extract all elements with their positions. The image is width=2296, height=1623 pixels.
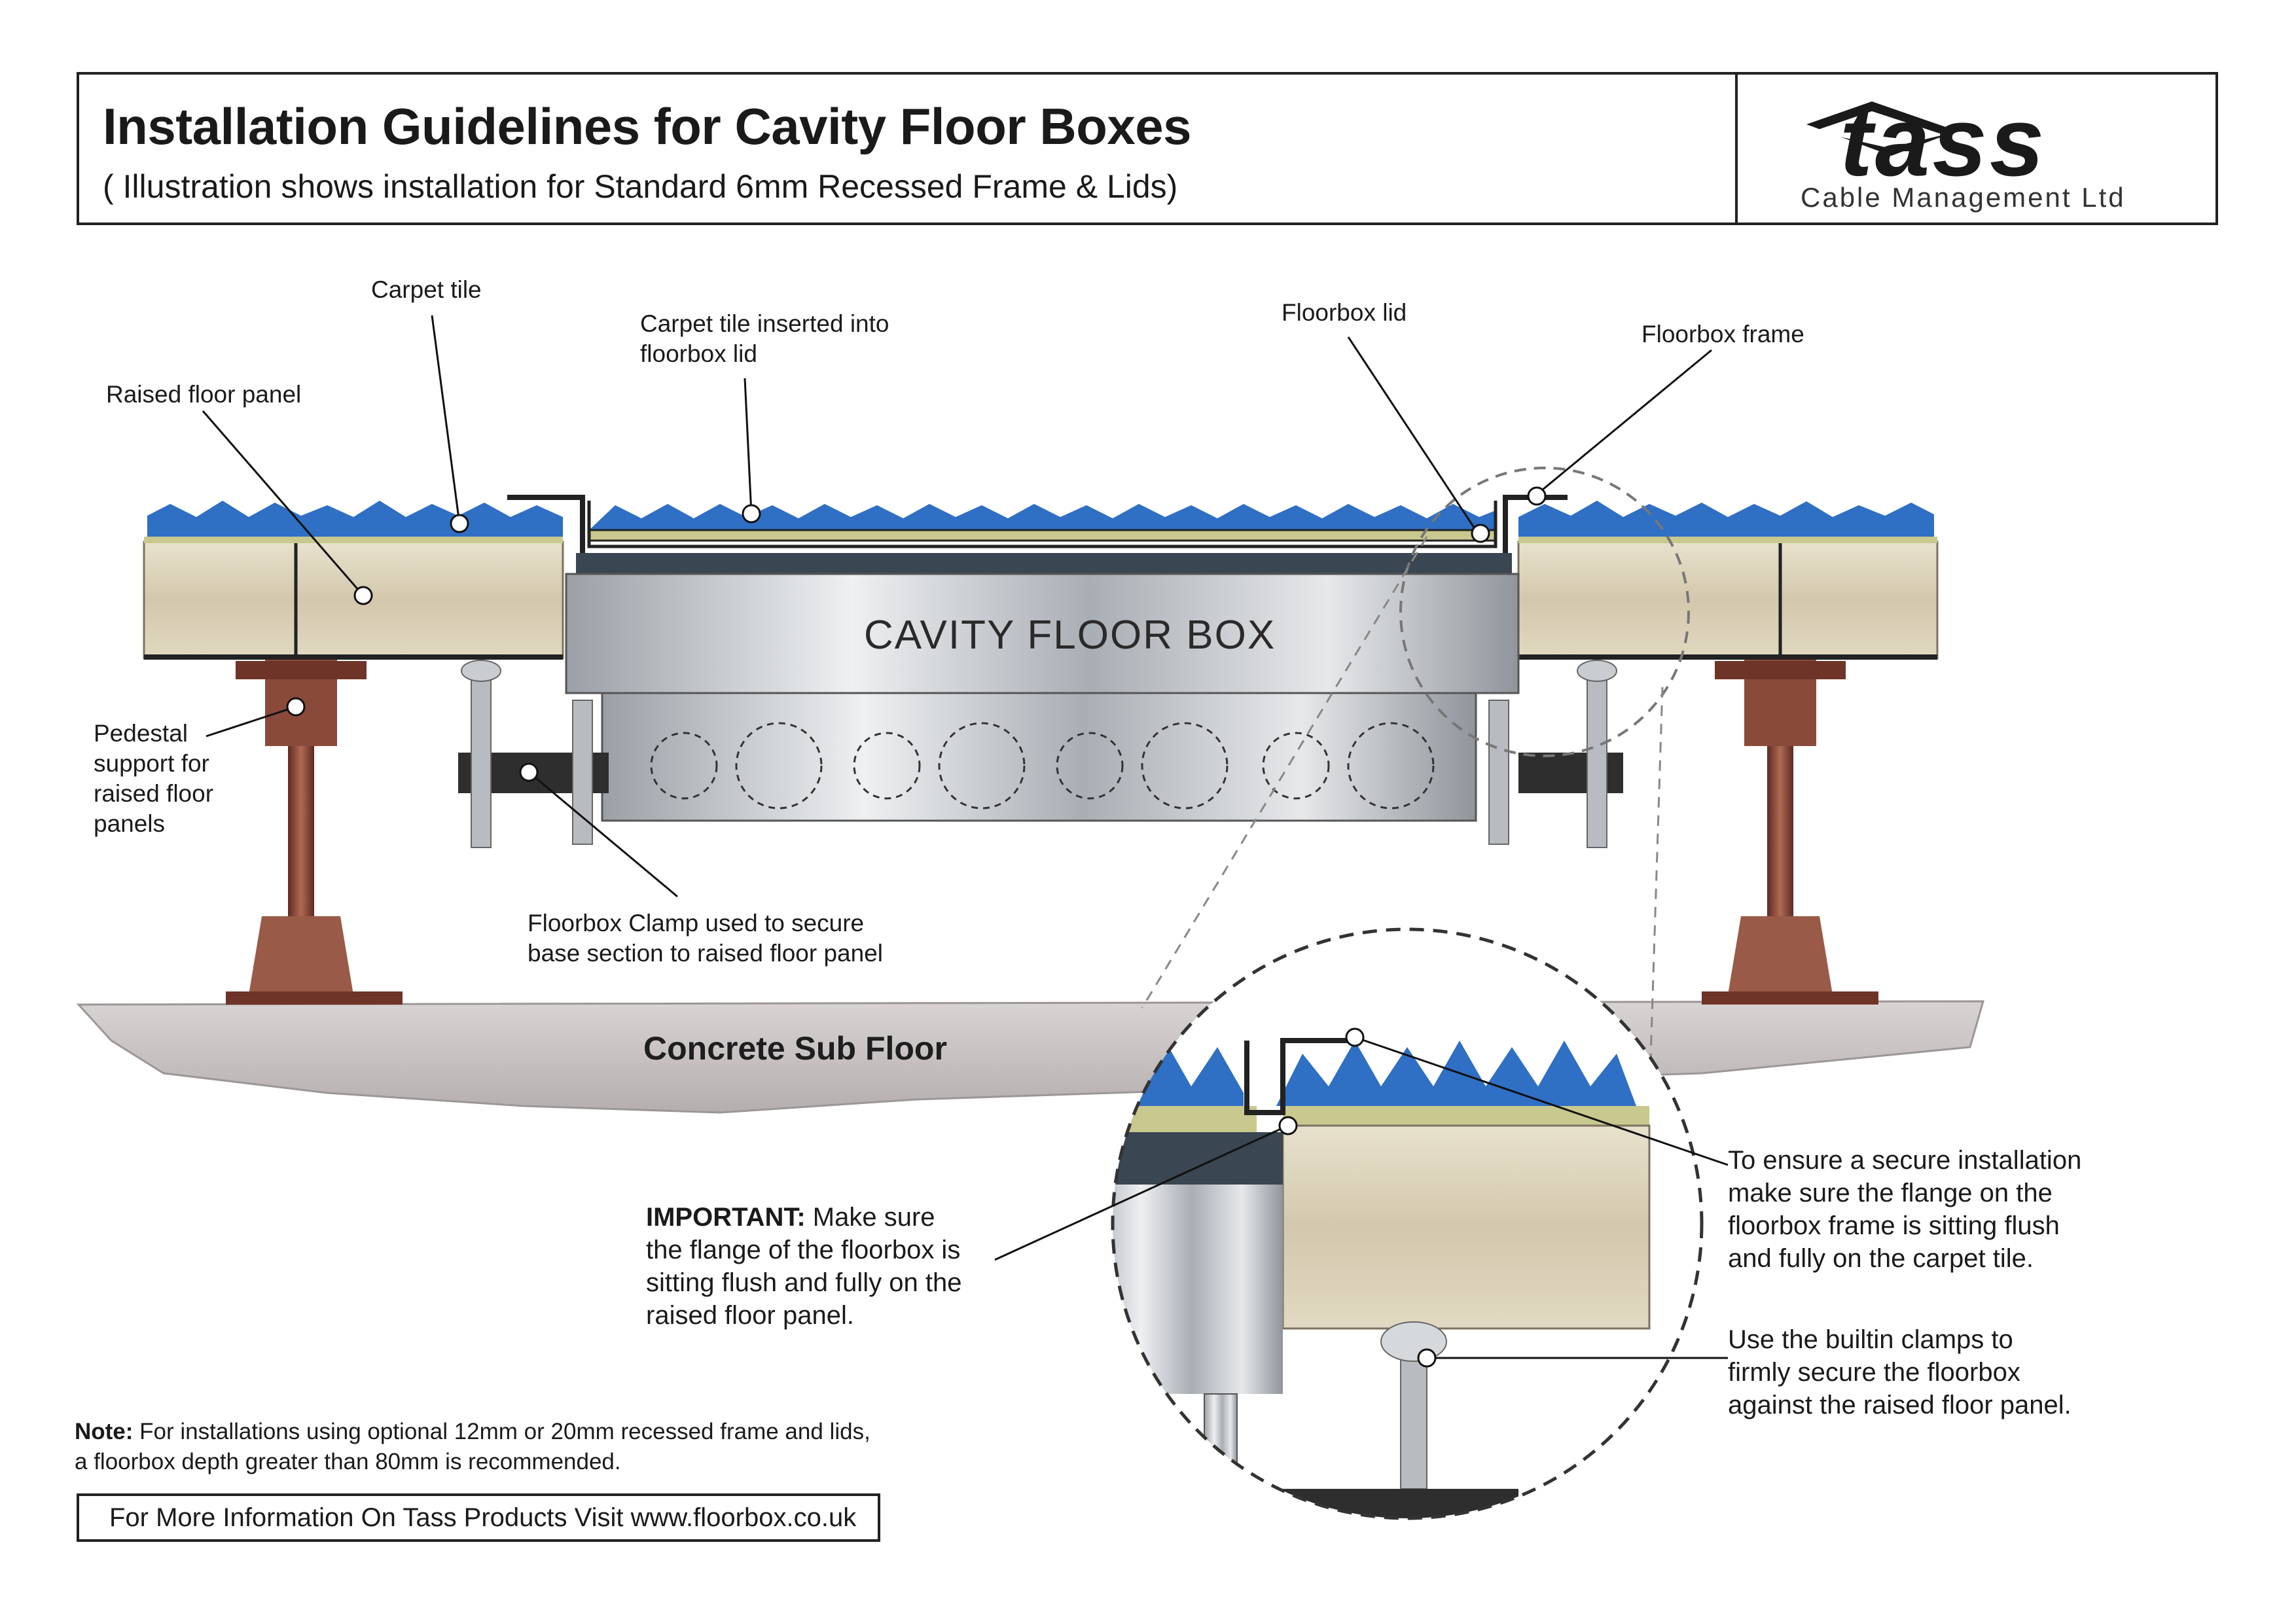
- floorbox-clamp-left: [458, 660, 609, 848]
- label-floorbox-lid: Floorbox lid: [1282, 299, 1407, 326]
- header-panel: Installation Guidelines for Cavity Floor…: [77, 72, 2218, 225]
- carpet-tile-right: [1518, 501, 1934, 542]
- label-cavity-floor-box: CAVITY FLOOR BOX: [864, 613, 1276, 658]
- label-important-line2: the flange of the floorbox is: [646, 1236, 961, 1264]
- label-raised-floor-panel: Raised floor panel: [106, 381, 302, 408]
- cavity-floor-box-top: [565, 573, 1520, 694]
- label-important-line4: raised floor panel.: [646, 1301, 854, 1330]
- label-clamp-line2: base section to raised floor panel: [528, 940, 884, 967]
- label-secure-line1: To ensure a secure installation: [1728, 1146, 2082, 1175]
- cavity-floor-box-base: [601, 692, 1477, 822]
- carpet-tile-left: [147, 501, 563, 542]
- zoom-detail: [1113, 929, 1702, 1518]
- label-secure-installation: To ensure a secure installation make sur…: [1728, 1144, 2081, 1275]
- carpet-tile-in-lid: [589, 504, 1496, 531]
- label-important-line3: sitting flush and fully on the: [646, 1268, 962, 1297]
- leader-dots: [286, 486, 1547, 1368]
- label-pedestal-line4: panels: [94, 810, 166, 837]
- label-important-line1: Make sure: [812, 1203, 935, 1232]
- label-clamps-line1: Use the builtin clamps to: [1728, 1325, 2013, 1354]
- label-floorbox-clamp: Floorbox Clamp used to secure base secti…: [528, 908, 883, 969]
- note-line1: For installations using optional 12mm or…: [139, 1419, 870, 1444]
- footer-info-box: For More Information On Tass Products Vi…: [77, 1493, 880, 1542]
- label-carpet-inserted: Carpet tile inserted into floorbox lid: [640, 309, 889, 369]
- knockout-holes: [650, 722, 1435, 810]
- label-important-bold: IMPORTANT:: [646, 1203, 806, 1232]
- label-concrete-sub-floor: Concrete Sub Floor: [643, 1030, 947, 1067]
- label-pedestal-line3: raised floor: [94, 780, 214, 807]
- label-pedestal-line2: support for: [94, 750, 209, 777]
- page-title: Installation Guidelines for Cavity Floor…: [103, 98, 1192, 155]
- label-builtin-clamps: Use the builtin clamps to firmly secure …: [1728, 1323, 2072, 1421]
- zoom-circle: [1111, 927, 1704, 1520]
- note: Note: For installations using optional 1…: [75, 1417, 870, 1477]
- label-secure-line2: make sure the flange on the: [1728, 1179, 2053, 1207]
- tass-logo-subtitle: Cable Management Ltd: [1801, 182, 2126, 213]
- tass-logo-mark: [1806, 101, 1957, 156]
- raised-floor-panel-left: [143, 541, 564, 660]
- pedestal-left: [226, 654, 403, 1005]
- floorbox-clamp-right: [1488, 660, 1623, 848]
- label-clamps-line3: against the raised floor panel.: [1728, 1391, 2072, 1419]
- pedestal-right: [1702, 654, 1878, 1005]
- zoom-source-circle: [1399, 467, 1690, 757]
- label-pedestal-line1: Pedestal: [94, 720, 188, 747]
- label-secure-line4: and fully on the carpet tile.: [1728, 1244, 2034, 1273]
- label-carpet-inserted-line2: floorbox lid: [640, 340, 757, 367]
- label-important: IMPORTANT: Make sure the flange of the f…: [646, 1201, 962, 1332]
- note-bold: Note:: [75, 1419, 134, 1444]
- floorbox-lid: [587, 501, 1498, 548]
- label-floorbox-frame: Floorbox frame: [1641, 321, 1804, 348]
- label-clamps-line2: firmly secure the floorbox: [1728, 1358, 2020, 1387]
- label-clamp-line1: Floorbox Clamp used to secure: [528, 910, 865, 936]
- concrete-sub-floor: [76, 1000, 1984, 1114]
- page-subtitle: ( Illustration shows installation for St…: [103, 168, 1178, 205]
- header-divider: [1735, 75, 1738, 223]
- note-line2: a floorbox depth greater than 80mm is re…: [75, 1449, 621, 1474]
- floorbox-frame: [507, 495, 1568, 574]
- label-secure-line3: floorbox frame is sitting flush: [1728, 1211, 2060, 1240]
- raised-floor-panel-right: [1517, 541, 1939, 660]
- leader-lines: [202, 315, 1729, 1359]
- label-carpet-tile: Carpet tile: [371, 276, 482, 303]
- tass-logo-word: tass: [1840, 86, 2047, 196]
- label-pedestal: Pedestal support for raised floor panels: [94, 719, 213, 839]
- label-carpet-inserted-line1: Carpet tile inserted into: [640, 310, 889, 337]
